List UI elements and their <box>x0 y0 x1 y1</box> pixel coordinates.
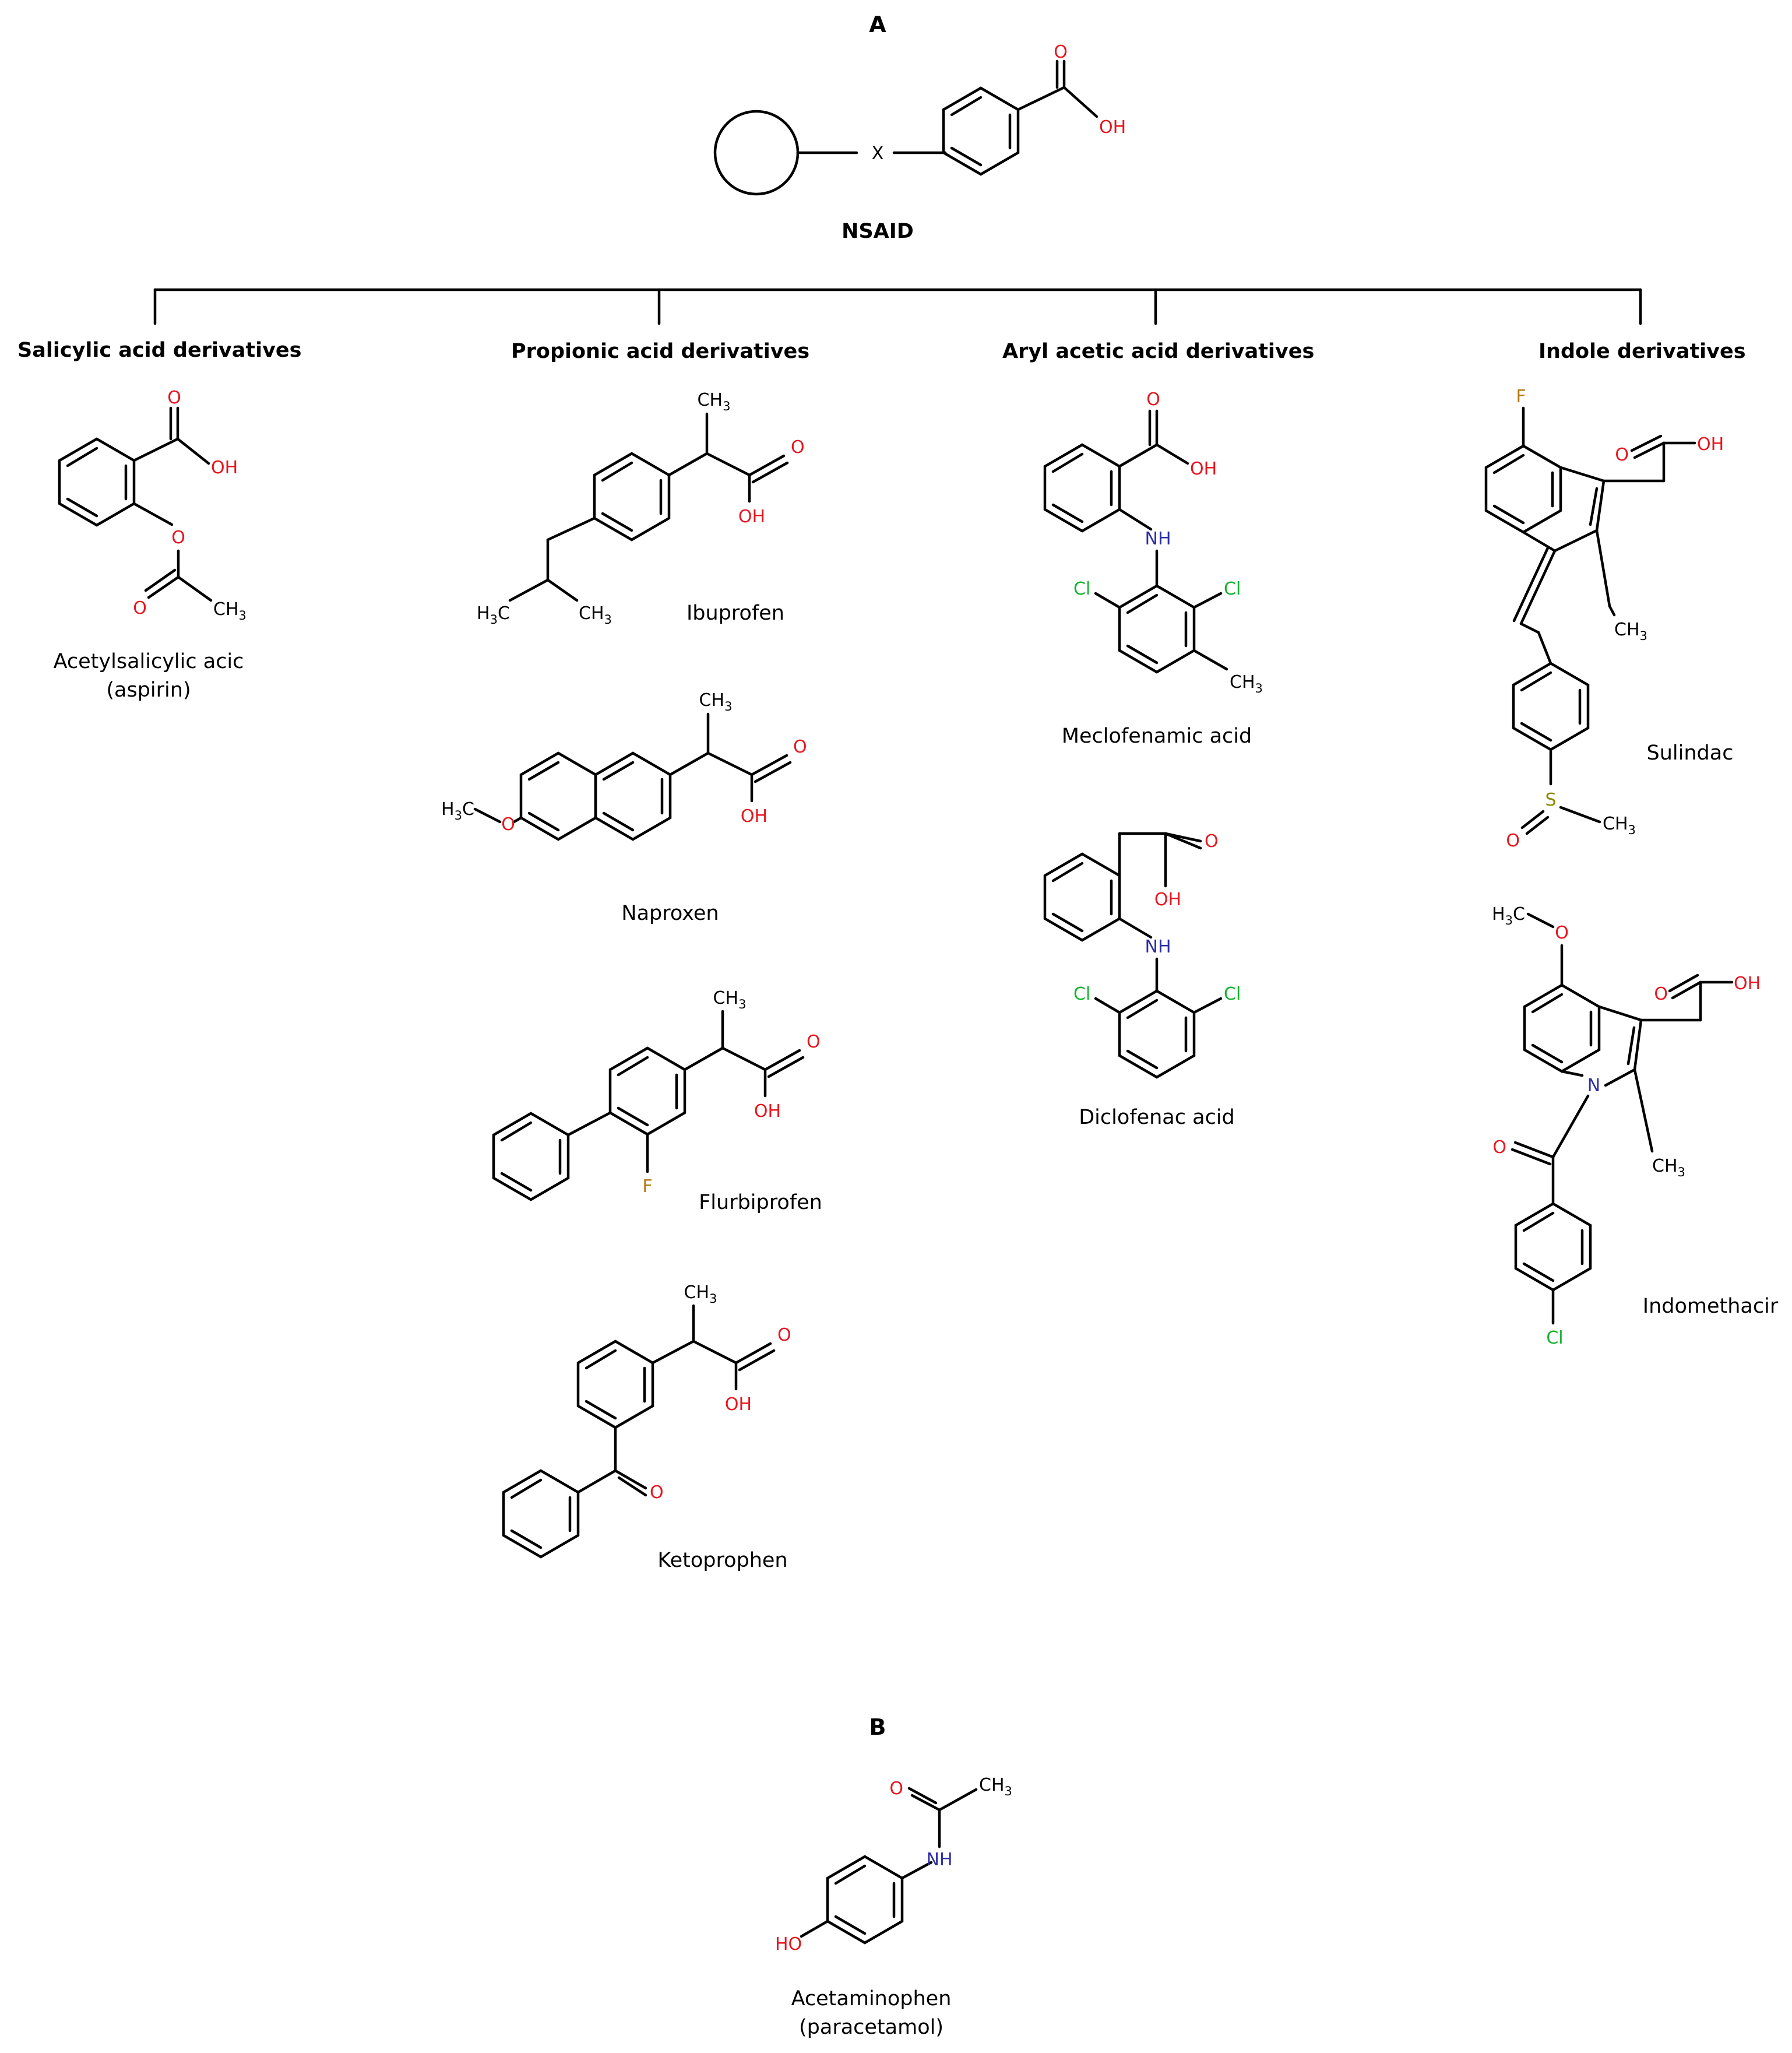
svg-text:H3C: H3C <box>1492 904 1525 927</box>
naproxen-name: Naproxen <box>621 902 719 925</box>
meclofenamic-structure: O OH NH Cl Cl CH3 <box>1043 389 1263 695</box>
svg-text:H3C: H3C <box>441 799 474 822</box>
svg-text:O: O <box>793 737 807 757</box>
generic-ring <box>713 110 800 196</box>
panel-b-label: B <box>869 1714 886 1740</box>
svg-text:CH3: CH3 <box>579 603 612 627</box>
svg-text:O: O <box>171 528 185 548</box>
svg-text:Cl: Cl <box>1073 579 1090 599</box>
svg-text:Cl: Cl <box>1224 984 1241 1004</box>
svg-text:O: O <box>1492 1137 1506 1158</box>
indomethacin-structure: H3C O N O OH CH3 O Cl <box>1492 904 1761 1348</box>
svg-text:F: F <box>642 1176 652 1197</box>
svg-text:CH3: CH3 <box>1652 1156 1685 1179</box>
panel-a-label: A <box>869 12 886 37</box>
aspirin-structure: O OH O O CH3 <box>58 388 247 623</box>
svg-text:O: O <box>1205 831 1219 852</box>
category-salicylic: Salicylic acid derivatives <box>17 339 302 362</box>
nsaid-scaffold: X O OH <box>713 42 1126 196</box>
svg-text:CH3: CH3 <box>213 599 247 623</box>
svg-text:O: O <box>1615 445 1629 465</box>
flurbiprofen-structure: F CH3 O OH <box>492 988 821 1201</box>
sulindac-structure: F O OH CH3 S CH3 <box>1484 386 1724 851</box>
svg-text:OH: OH <box>741 806 768 827</box>
svg-text:O: O <box>807 1032 821 1052</box>
svg-text:O: O <box>777 1325 791 1345</box>
aspirin-name: Acetylsalicylic acic <box>54 650 244 673</box>
aspirin-alt-name: (aspirin) <box>106 679 191 702</box>
svg-text:O: O <box>650 1482 664 1503</box>
svg-text:O: O <box>1654 984 1668 1004</box>
svg-text:O: O <box>1506 831 1520 851</box>
svg-text:OH: OH <box>1154 890 1181 910</box>
svg-text:O: O <box>133 598 147 618</box>
svg-text:O: O <box>1146 389 1160 410</box>
svg-text:NH: NH <box>1145 529 1171 549</box>
ketoprofen-structure: CH3 O OH O <box>502 1282 791 1559</box>
linker-x-label: X <box>872 143 884 164</box>
svg-text:F: F <box>1516 386 1526 407</box>
acetaminophen-name: Acetaminophen <box>791 1987 952 2010</box>
meclofenamic-name: Meclofenamic acid <box>1062 725 1252 748</box>
svg-text:O: O <box>889 1778 903 1799</box>
scaffold-o: O <box>1054 42 1068 62</box>
acetaminophen-alt-name: (paracetamol) <box>799 2016 943 2039</box>
svg-text:O: O <box>167 388 181 408</box>
svg-text:OH: OH <box>754 1101 781 1122</box>
diclofenac-name: Diclofenac acid <box>1079 1106 1235 1129</box>
svg-text:O: O <box>501 814 515 835</box>
svg-text:NH: NH <box>927 1850 953 1870</box>
svg-text:NH: NH <box>1145 937 1171 957</box>
category-tree-connector <box>153 288 1642 325</box>
flurbiprofen-name: Flurbiprofen <box>699 1191 822 1214</box>
category-propionic: Propionic acid derivatives <box>511 340 809 363</box>
svg-text:S: S <box>1545 790 1556 810</box>
ketoprofen-name: Ketoprophen <box>657 1549 787 1572</box>
svg-text:CH3: CH3 <box>979 1775 1012 1798</box>
svg-text:N: N <box>1587 1075 1600 1096</box>
svg-text:OH: OH <box>1734 973 1761 994</box>
category-aryl-acetic: Aryl acetic acid derivatives <box>1002 340 1314 363</box>
svg-text:OH: OH <box>738 507 765 527</box>
svg-text:Cl: Cl <box>1073 984 1090 1004</box>
svg-text:CH3: CH3 <box>699 690 733 713</box>
nsaid-label: NSAID <box>842 220 914 243</box>
svg-text:O: O <box>791 437 805 458</box>
svg-text:Cl: Cl <box>1224 579 1241 599</box>
indomethacin-name: Indomethacir <box>1643 1295 1779 1318</box>
svg-text:OH: OH <box>1190 459 1217 479</box>
svg-text:CH3: CH3 <box>1603 814 1636 837</box>
diclofenac-structure: O OH NH Cl Cl <box>1043 831 1241 1079</box>
svg-text:HO: HO <box>775 1934 802 1954</box>
category-indole: Indole derivatives <box>1538 340 1746 363</box>
svg-text:OH: OH <box>725 1394 752 1415</box>
svg-text:CH3: CH3 <box>713 988 747 1011</box>
scaffold-oh: OH <box>1099 117 1126 138</box>
naproxen-structure: CH3 O OH O H3C <box>441 690 807 841</box>
ibuprofen-structure: CH3 O OH H3C CH3 <box>477 390 805 627</box>
svg-text:OH: OH <box>1697 434 1724 455</box>
sulindac-name: Sulindac <box>1647 741 1734 765</box>
ibuprofen-name: Ibuprofen <box>686 602 784 625</box>
svg-text:CH3: CH3 <box>1230 672 1263 695</box>
svg-text:CH3: CH3 <box>698 390 731 413</box>
svg-text:CH3: CH3 <box>1614 620 1647 643</box>
svg-text:Cl: Cl <box>1546 1328 1563 1348</box>
svg-text:OH: OH <box>211 458 238 478</box>
acetaminophen-structure: NH O CH3 HO <box>775 1775 1012 1954</box>
svg-text:O: O <box>1555 923 1569 943</box>
svg-text:H3C: H3C <box>477 603 510 627</box>
svg-text:CH3: CH3 <box>684 1282 717 1306</box>
